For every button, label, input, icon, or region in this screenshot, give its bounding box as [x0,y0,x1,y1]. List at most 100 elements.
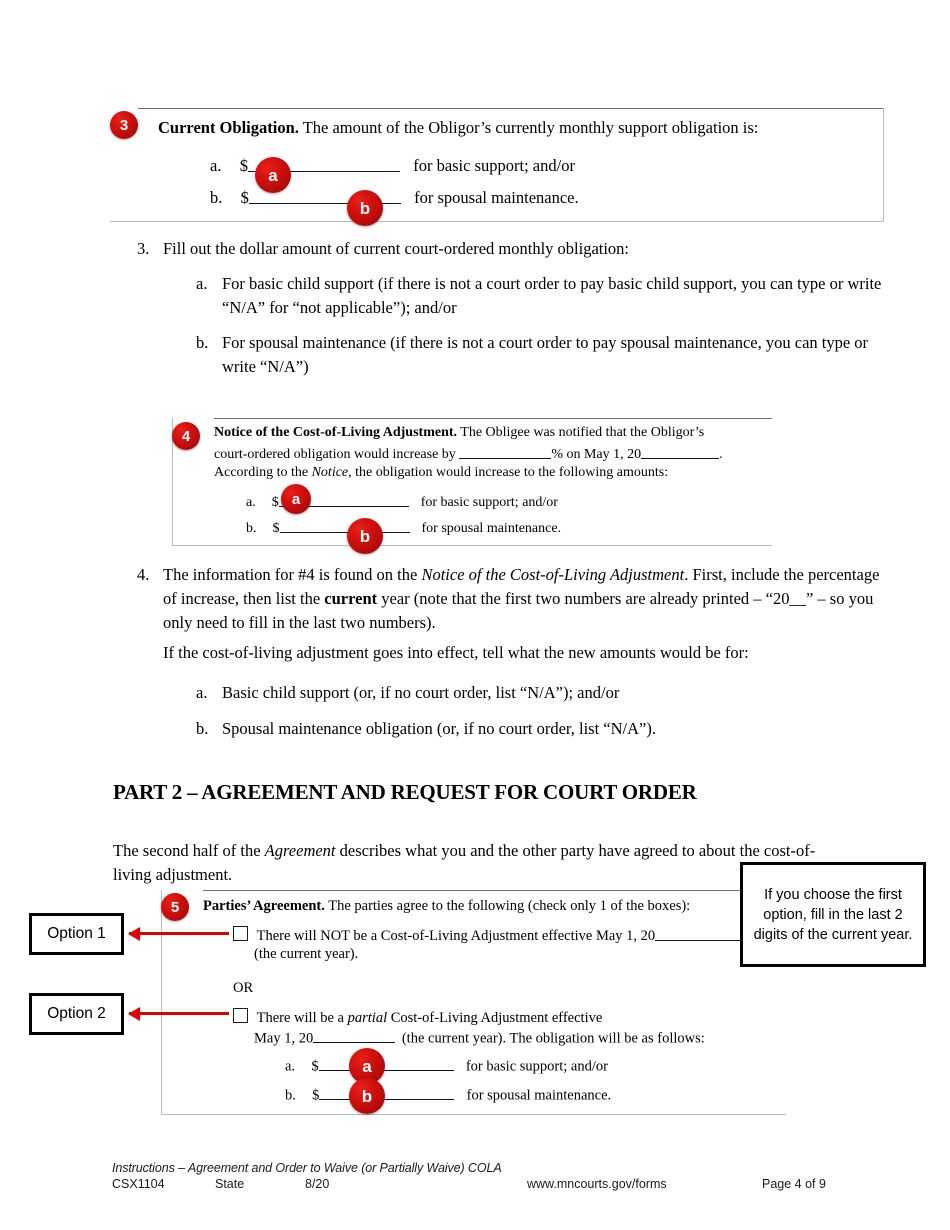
section5-item-b-tail: for spousal maintenance. [466,1087,612,1104]
section4-year-blank[interactable] [641,445,720,459]
section3-item-a-tail: for basic support; and/or [413,156,575,176]
section5-heading-line: Parties’ Agreement. The parties agree to… [203,898,793,915]
section5-lead: The parties agree to the following (chec… [324,898,691,914]
callout-badge-3: 3 [110,111,138,139]
option-1-checkbox[interactable] [233,926,248,941]
instruction-4: 4. The information for #4 is found on th… [137,563,887,635]
option-1-text: There will NOT be a Cost-of-Living Adjus… [256,928,656,944]
callout-badge-5: 5 [161,893,189,921]
instruction-4-sub-a-marker: a. [196,683,208,702]
callout-badge-3-label: 3 [119,116,129,134]
callout-badge-5-label: 5 [170,898,180,916]
option-1-year-blank[interactable] [655,927,756,941]
section4-line1-tail: The Obligee was notified that the Obligo… [457,425,705,440]
part-2-intro-pre: The second half of the [113,841,265,860]
instruction-3-sub-a-text: For basic child support (if there is not… [222,274,882,317]
instruction-4-sub-b-text: Spousal maintenance obligation (or, if n… [222,719,656,738]
footer-url: www.mncourts.gov/forms [527,1177,667,1191]
section5-item-a: a. $ for basic support; and/or [285,1057,608,1075]
instruction-4-sub-a-text: Basic child support (or, if no court ord… [222,683,620,702]
form-excerpt-section-3: Current Obligation. The amount of the Ob… [110,108,884,222]
part-2-intro-post: describes what you and the other party h… [113,841,816,884]
callout-badge-4-label: 4 [181,427,191,445]
callout-badge-3b-label: b [359,198,371,218]
section5-option-2: There will be a partial Cost-of-Living A… [233,1008,793,1027]
section3-item-b-tail: for spousal maintenance. [414,188,579,208]
option-2-line2-post: (the current year). The obligation will … [401,1030,705,1047]
section5-item-b: b. $ for spousal maintenance. [285,1086,611,1104]
section3-item-b: b. $ for spousal maintenance. [210,188,579,208]
section5-option-1-line2: (the current year). [254,946,359,962]
instruction-4-p1-italic: Notice of the Cost-of-Living Adjustment [421,565,685,584]
form-excerpt-5-bottom-rule [161,1114,786,1115]
section4-line2-mid: % on May 1, 20 [551,446,642,462]
section5-item-a-tail: for basic support; and/or [465,1058,608,1075]
form-excerpt-4-bottom-rule [172,545,772,546]
section5-option-2-line2: May 1, 20 (the current year). The obliga… [254,1029,814,1047]
section4-line2-pre: court-ordered obligation would increase … [214,446,460,462]
footer-meta: CSX1104 State 8/20 www.mncourts.gov/form… [112,1177,882,1193]
instruction-4-p2-text: If the cost-of-living adjustment goes in… [163,643,749,662]
option-2-year-blank[interactable] [313,1029,396,1044]
footer-scope: State [215,1177,245,1191]
section4-item-b-marker: b. [246,520,257,536]
section4-item-b: b. $ for spousal maintenance. [246,519,561,537]
section3-item-b-blank[interactable] [248,188,401,205]
form-excerpt-top-rule [138,108,884,109]
section4-item-a-tail: for basic support; and/or [420,494,558,510]
callout-badge-3b: b [347,190,383,226]
footer-page-number: Page 4 of 9 [762,1177,826,1191]
section4-item-b-tail: for spousal maintenance. [421,520,562,536]
option-2-line2-pre: May 1, 20 [254,1030,314,1047]
option-2-label: Option 2 [47,1005,106,1022]
section4-line3-italic: Notice [311,465,349,480]
instruction-3-sub-a-marker: a. [196,274,208,293]
section4-percent-blank[interactable] [459,445,552,459]
instruction-4-sub-b-marker: b. [196,719,209,738]
option-2-italic: partial [347,1010,388,1026]
option-2-pre: There will be a [256,1010,348,1026]
form-excerpt-4-left-edge [172,418,173,546]
section3-heading-line: Current Obligation. The amount of the Ob… [158,118,878,138]
section4-line2-end: . [719,446,723,462]
section4-line3-post: , the obligation would increase to the f… [348,465,669,480]
section3-item-b-dollar: $ [240,188,249,208]
section5-heading: Parties’ Agreement. [203,898,325,914]
instruction-4-paragraph-1: The information for #4 is found on the N… [163,563,887,635]
section3-heading: Current Obligation. [158,118,299,137]
tip-callout-text: If you choose the first option, fill in … [753,886,913,943]
section5-item-b-blank[interactable] [319,1086,455,1101]
part-2-intro-italic: Agreement [264,841,336,860]
callout-badge-4a-label: a [291,490,301,508]
section4-item-a-marker: a. [246,494,256,510]
section4-item-b-blank[interactable] [279,519,410,533]
callout-badge-4b-label: b [359,526,371,546]
section3-item-a-blank[interactable] [247,156,400,173]
callout-badge-5b-label: b [361,1086,373,1106]
section3-item-a: a. $ for basic support; and/or [210,156,575,176]
section5-item-a-dollar: $ [311,1058,319,1075]
form-excerpt-bottom-rule [110,221,884,222]
option-1-label: Option 1 [47,925,106,942]
instruction-3-text: Fill out the dollar amount of current co… [163,239,630,258]
section4-line-1: Notice of the Cost-of-Living Adjustment.… [214,425,774,441]
option-2-label-box: Option 2 [29,993,124,1035]
section4-item-b-dollar: $ [272,520,280,536]
page-footer: Instructions – Agreement and Order to Wa… [112,1161,882,1193]
instruction-3-sub-b-text: For spousal maintenance (if there is not… [222,333,869,376]
section3-item-b-marker: b. [210,188,223,208]
form-excerpt-section-4: Notice of the Cost-of-Living Adjustment.… [172,418,772,546]
part-2-heading: PART 2 – AGREEMENT AND REQUEST FOR COURT… [113,780,697,804]
form-excerpt-5-top-rule [203,890,786,891]
instruction-4-sub-b: b. Spousal maintenance obligation (or, i… [196,717,886,741]
section3-item-a-dollar: $ [239,156,248,176]
option-2-checkbox[interactable] [233,1008,248,1023]
section4-item-a-blank[interactable] [278,493,409,507]
section5-item-a-blank[interactable] [318,1057,454,1072]
instruction-3-sub-a: a. For basic child support (if there is … [196,272,886,320]
callout-badge-3a-label: a [268,165,278,185]
section4-item-a: a. $ for basic support; and/or [246,493,558,511]
part-2-intro: The second half of the Agreement describ… [113,839,837,887]
section4-line-2: court-ordered obligation would increase … [214,445,774,463]
